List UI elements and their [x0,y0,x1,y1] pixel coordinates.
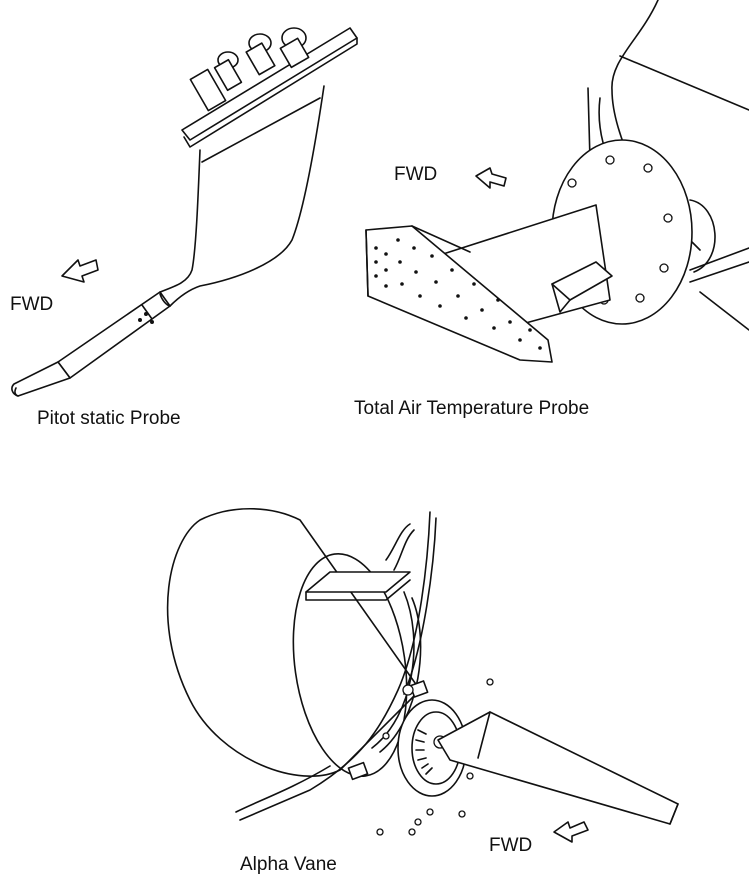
pitot-fwd-arrow-icon [61,259,99,283]
pitot-tube [57,291,171,379]
alpha-vane-scale-marks [415,729,433,775]
alpha-vane-blade [437,711,679,825]
alpha-vane-assembly [166,508,679,836]
tat-fwd-arrow-icon [475,167,507,189]
tat-vent-holes [374,238,542,350]
pitot-strut [159,149,201,293]
alpha-caption: Alpha Vane [240,854,337,875]
tat-fwd-label: FWD [394,164,438,185]
alpha-fwd-label: FWD [489,835,533,856]
alpha-fwd-arrow-icon [553,821,589,843]
tat-element-housing [551,261,613,301]
pitot-static-probe [11,27,358,397]
tat-probe [365,0,749,363]
pitot-caption: Pitot static Probe [37,408,181,429]
pitot-tip [11,361,71,397]
pitot-electrical-connectors [189,27,310,112]
tat-caption: Total Air Temperature Probe [354,398,590,419]
pitot-fwd-label: FWD [10,294,54,315]
